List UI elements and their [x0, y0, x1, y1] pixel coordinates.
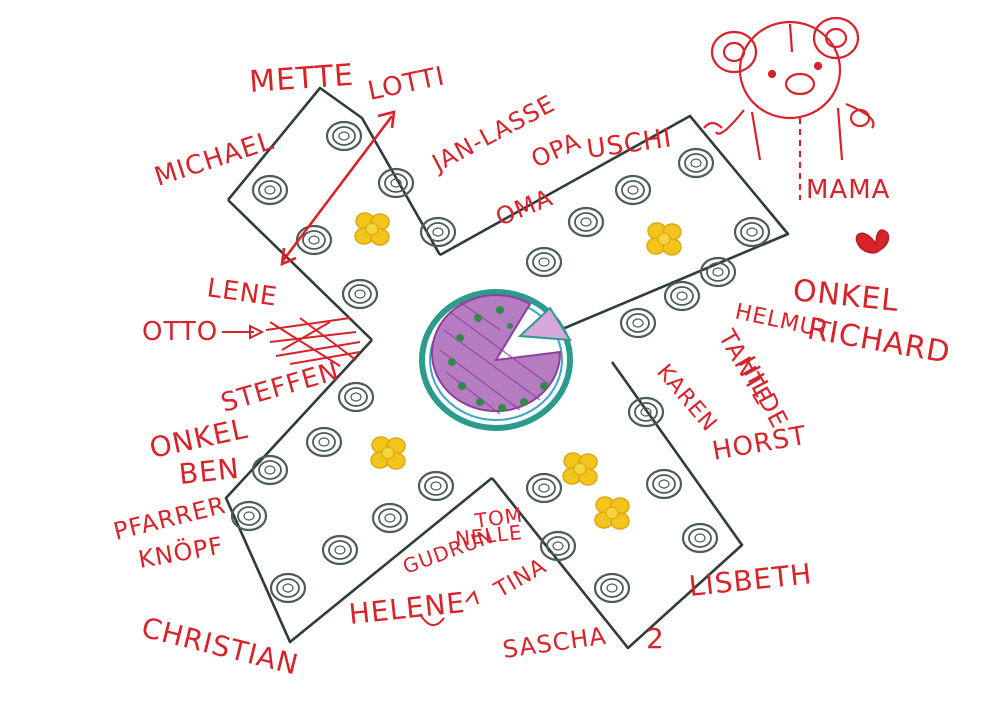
guest-name: USCHI — [585, 123, 674, 165]
plate — [419, 216, 457, 248]
table-arm-bottom-right — [490, 361, 744, 650]
plate — [230, 500, 268, 532]
flower-drawing — [354, 212, 390, 246]
table-arm-top-right — [439, 114, 790, 332]
flower-drawing — [646, 222, 682, 256]
guest-name: TINA — [490, 554, 551, 604]
guest-name: HILDE — [733, 352, 794, 433]
plate — [251, 454, 289, 486]
plate — [417, 470, 455, 502]
plate — [681, 522, 719, 554]
guest-name: LENE — [205, 273, 279, 313]
guest-name: LOTTI — [365, 61, 448, 107]
plate — [251, 174, 289, 206]
table-arm-bottom-left — [224, 339, 493, 644]
plate — [325, 120, 363, 152]
guest-name: KAREN — [651, 360, 721, 437]
plate — [619, 307, 657, 339]
plate — [525, 472, 563, 504]
plate — [337, 381, 375, 413]
guest-name: OTTO — [142, 317, 218, 347]
plate — [645, 468, 683, 500]
guest-name: OPA — [527, 127, 585, 173]
cake-dots — [448, 306, 548, 412]
teddy-bear-drawing — [703, 16, 875, 200]
plate — [677, 147, 715, 179]
guest-name: HORST — [710, 421, 809, 467]
plate — [371, 502, 409, 534]
plate — [269, 572, 307, 604]
x-table-board — [224, 86, 790, 650]
heart-drawing — [855, 229, 890, 254]
plate — [733, 216, 771, 248]
plate — [341, 278, 379, 310]
crossed-out-name — [265, 317, 361, 367]
guest-name: MICHAEL — [151, 126, 278, 193]
flower-drawing — [594, 496, 630, 530]
guest-name: STEFFEN — [218, 356, 343, 418]
guest-name: METTE — [248, 58, 355, 100]
plate — [321, 534, 359, 566]
guest-name: HELENE — [347, 586, 466, 631]
guest-name: ONKEL — [791, 273, 900, 319]
table-arm-top-left-lower-edge — [227, 199, 373, 341]
flower-drawing — [370, 436, 406, 470]
flower-drawing — [562, 452, 598, 486]
cake-drawing — [419, 289, 573, 431]
plate — [567, 206, 605, 238]
plate — [663, 280, 701, 312]
guest-name: SASCHA — [501, 622, 608, 664]
guest-name: OMA — [492, 183, 557, 231]
plate — [305, 426, 343, 458]
table-arm-top-left — [226, 86, 442, 256]
guest-name: CHRISTIAN — [138, 611, 302, 682]
swap-arrow — [280, 110, 396, 267]
plate — [377, 167, 415, 199]
plate — [699, 256, 737, 288]
number-label: 2 — [646, 622, 665, 655]
guest-name: GUDRUN — [400, 524, 498, 579]
plate — [614, 174, 652, 206]
guest-name: BEN — [177, 452, 241, 491]
plate — [295, 224, 333, 256]
guest-name: MAMA — [806, 175, 890, 205]
guest-name: LISBETH — [687, 557, 813, 603]
plate — [593, 572, 631, 604]
otto-arrow — [222, 324, 265, 340]
plate — [525, 246, 563, 278]
helene-arrow — [419, 589, 479, 626]
